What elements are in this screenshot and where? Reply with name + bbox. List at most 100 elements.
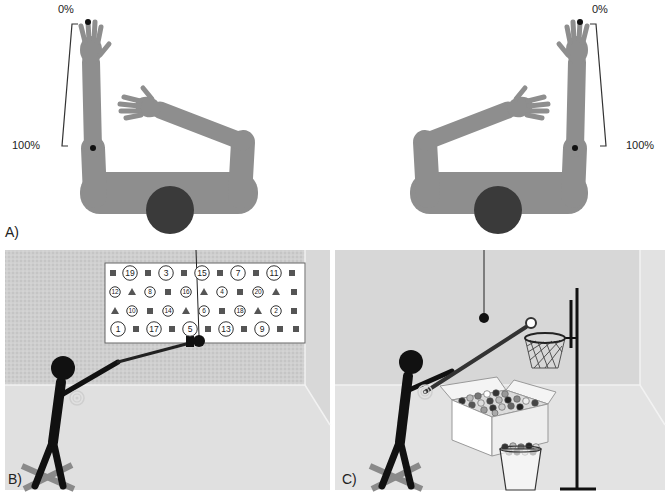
- circle-shape: [219, 322, 234, 337]
- ball: [499, 404, 506, 411]
- right-figure: [410, 19, 606, 234]
- target-number: 20: [252, 286, 264, 298]
- percent-label: 100%: [626, 140, 654, 151]
- target-number: 14: [162, 305, 174, 317]
- box-front: [452, 400, 492, 456]
- panel-label: B): [8, 472, 22, 486]
- square-marker: [293, 326, 299, 332]
- pendulum-ball: [193, 335, 205, 347]
- ball: [514, 396, 521, 403]
- circle-shape: [255, 322, 270, 337]
- target-number: 9: [254, 321, 270, 337]
- left-figure: [62, 19, 258, 234]
- target-number: 6: [198, 305, 210, 317]
- triangle-marker: [128, 288, 136, 295]
- square-marker: [145, 270, 151, 276]
- triangle-marker: [111, 307, 119, 314]
- target-number: 12: [109, 286, 121, 298]
- head: [399, 350, 423, 374]
- leg: [382, 440, 400, 486]
- chest-target: [424, 391, 427, 394]
- head: [51, 356, 75, 380]
- square-marker: [133, 326, 139, 332]
- target-board: [105, 263, 305, 343]
- floor: [335, 385, 665, 490]
- triangle-marker: [272, 288, 280, 295]
- number-circle: 17: [146, 321, 162, 337]
- circle-shape: [110, 287, 121, 298]
- wall-edge: [639, 250, 641, 385]
- square-marker: [219, 308, 225, 314]
- percent-label: 100%: [12, 140, 40, 151]
- target-number: 4: [216, 286, 228, 298]
- square-marker: [217, 270, 223, 276]
- number-circle: 1: [110, 321, 126, 337]
- ball: [517, 404, 524, 411]
- circle-shape: [231, 266, 246, 281]
- hoop-pole: [576, 288, 579, 490]
- number-circle: 11: [266, 265, 282, 281]
- back-wall: [5, 250, 305, 385]
- square-marker: [277, 326, 283, 332]
- number-circle: 20: [252, 286, 264, 298]
- target-number: 19: [122, 265, 138, 281]
- ball: [493, 390, 500, 397]
- target-number: 1: [110, 321, 126, 337]
- target-number: 5: [182, 321, 198, 337]
- target-number: 13: [218, 321, 234, 337]
- ball: [523, 398, 530, 405]
- circle-shape: [183, 322, 198, 337]
- grabber-claw: [526, 318, 536, 328]
- ball: [492, 410, 498, 416]
- square-marker: [165, 289, 171, 295]
- square-marker: [110, 270, 116, 276]
- body: [400, 376, 408, 442]
- number-circle: 18: [234, 305, 246, 317]
- square-marker: [291, 308, 297, 314]
- leg: [53, 440, 63, 486]
- target-number: 15: [194, 265, 210, 281]
- triangle-marker: [182, 307, 190, 314]
- number-circle: 4: [216, 286, 228, 298]
- panel-label: A): [5, 225, 19, 239]
- box-side: [492, 404, 548, 456]
- chest-target: [421, 388, 429, 396]
- square-marker: [169, 326, 175, 332]
- square-marker: [253, 270, 259, 276]
- number-circle: 14: [162, 305, 174, 317]
- triangle-marker: [200, 288, 208, 295]
- target-number: 16: [180, 286, 192, 298]
- number-circle: 10: [126, 305, 138, 317]
- target-number: 11: [266, 265, 282, 281]
- grabber-stick: [425, 327, 526, 392]
- hoop-base: [560, 488, 596, 491]
- square-marker: [205, 326, 211, 332]
- ball: [487, 398, 494, 405]
- percent-label: 0%: [592, 4, 608, 15]
- chest-target: [76, 397, 79, 400]
- number-circle: 3: [158, 265, 174, 281]
- circle-shape: [271, 306, 282, 317]
- circle-shape: [267, 266, 282, 281]
- target-number: 18: [234, 305, 246, 317]
- circle-shape: [145, 287, 156, 298]
- net-mesh: [527, 340, 562, 368]
- leg: [400, 440, 411, 486]
- chest-target: [73, 394, 81, 402]
- pointer-stick: [118, 343, 190, 362]
- circle-shape: [163, 306, 174, 317]
- number-circle: 8: [144, 286, 156, 298]
- circle-shape: [159, 266, 174, 281]
- ball: [505, 397, 512, 404]
- arm: [63, 362, 118, 394]
- chest-target: [70, 391, 84, 405]
- number-circle: 15: [194, 265, 210, 281]
- ball: [496, 397, 503, 404]
- number-circle: 6: [198, 305, 210, 317]
- circle-shape: [217, 287, 228, 298]
- pendulum-string: [196, 250, 199, 336]
